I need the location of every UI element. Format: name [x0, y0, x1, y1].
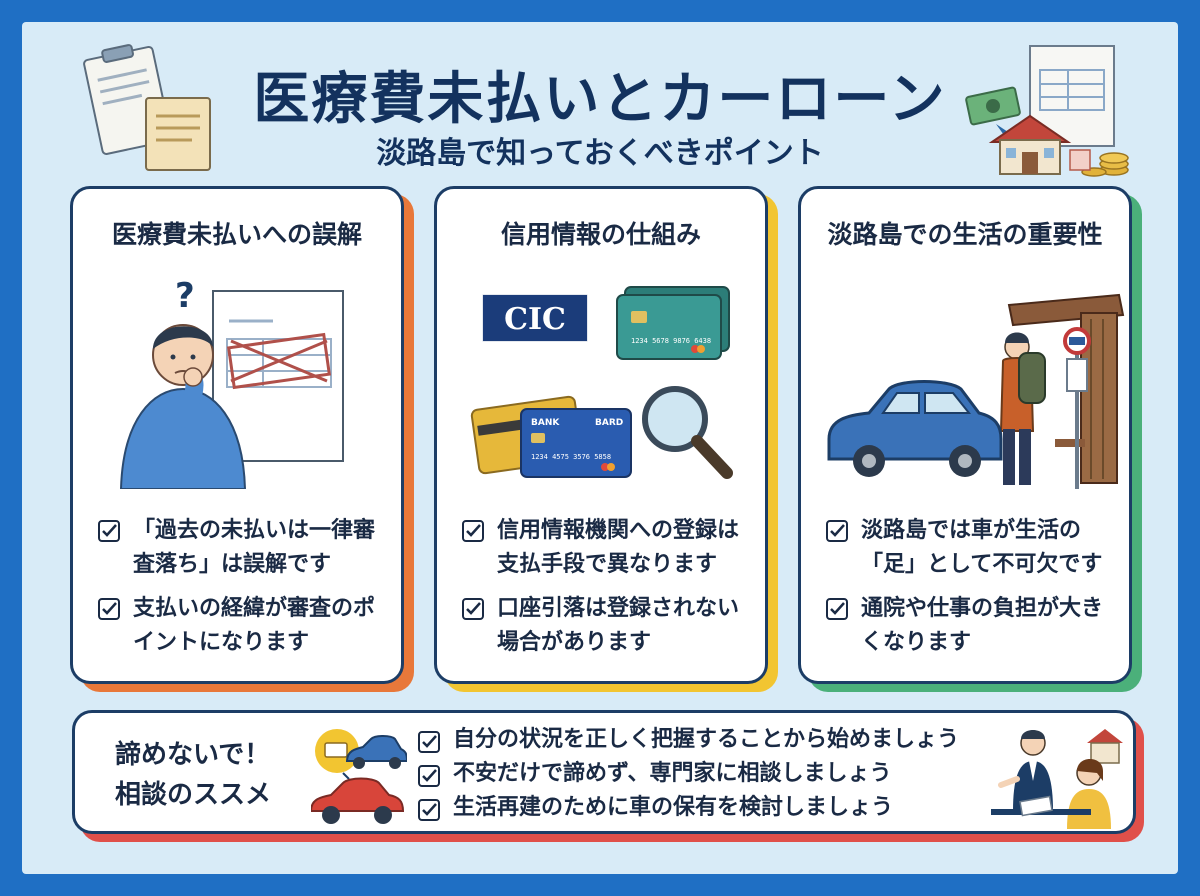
checkbox-icon: [462, 520, 484, 542]
checkbox-icon: [462, 598, 484, 620]
car-bus-stop-illustration: [827, 293, 1125, 489]
cars-illustration: [311, 729, 407, 824]
checkbox-icon: [98, 598, 120, 620]
bullet-text: 不安だけで諦めず、専門家に相談しましょう: [453, 761, 892, 786]
card-heading: 医療費未払いへの誤解: [111, 220, 362, 249]
checkbox-icon: [98, 520, 120, 542]
list-item: 淡路島では車が生活の「足」として不可欠です: [823, 514, 1115, 582]
list-item: 支払いの経緯が審査のポイントになります: [95, 592, 387, 660]
svg-text:1234 4575 3576 5858: 1234 4575 3576 5858: [531, 453, 611, 461]
banner-bullet-list: 自分の状況を正しく把握することから始めましょう 不安だけで諦めず、専門家に相談し…: [415, 725, 959, 827]
checkbox-icon: [826, 520, 848, 542]
bullet-text: 支払いの経緯が審査のポイントになります: [133, 596, 376, 655]
consultation-banner: 諦めないで！ 相談のススメ 自分の状況を正しく把握することから始めましょう 不安…: [72, 710, 1136, 834]
checkbox-icon: [418, 799, 440, 821]
svg-text:BANK: BANK: [531, 418, 560, 428]
cic-logo: CIC: [504, 302, 566, 337]
list-item: 生活再建のために車の保有を検討しましょう: [415, 793, 959, 823]
card-bullet-list: 「過去の未払いは一律審査落ち」は誤解です 支払いの経緯が審査のポイントになります: [95, 514, 387, 670]
house-money-illustration: [965, 45, 1129, 177]
svg-text:?: ?: [175, 276, 195, 316]
card-medical-misunderstanding: 医療費未払いへの誤解 ? 「過去の未払いは一律審査落ち」は誤解です 支払いの経緯…: [70, 186, 404, 684]
card-bullet-list: 信用情報機関への登録は支払手段で異なります 口座引落は登録されない場合があります: [459, 514, 751, 670]
list-item: 通院や仕事の負担が大きくなります: [823, 592, 1115, 660]
card-credit-info: 信用情報の仕組み CIC 1234 5678 9876 6438 BANK BA…: [434, 186, 768, 684]
confused-person-illustration: ?: [119, 276, 344, 489]
credit-cards-illustration: CIC 1234 5678 9876 6438 BANK BARD 1234 4…: [470, 286, 733, 479]
card-awaji-life: 淡路島での生活の重要性 淡路島では車が生活の「足」として不可欠です 通院や仕事の…: [798, 186, 1132, 684]
svg-text:1234 5678 9876 6438: 1234 5678 9876 6438: [631, 337, 711, 345]
svg-text:BARD: BARD: [595, 418, 623, 428]
page-title: 医療費未払いとカーローン: [253, 67, 947, 132]
bullet-text: 口座引落は登録されない場合があります: [497, 596, 740, 655]
list-item: 不安だけで諦めず、専門家に相談しましょう: [415, 759, 959, 789]
bullet-text: 通院や仕事の負担が大きくなります: [861, 596, 1104, 655]
banner-heading: 諦めないで！ 相談のススメ: [115, 740, 272, 810]
bullet-text: 「過去の未払いは一律審査落ち」は誤解です: [133, 518, 376, 577]
card-heading: 淡路島での生活の重要性: [827, 220, 1103, 249]
consultation-people-illustration: [991, 729, 1123, 829]
bullet-text: 生活再建のために車の保有を検討しましょう: [453, 795, 894, 820]
bullet-text: 淡路島では車が生活の「足」として不可欠です: [861, 518, 1103, 577]
card-bullet-list: 淡路島では車が生活の「足」として不可欠です 通院や仕事の負担が大きくなります: [823, 514, 1115, 670]
bullet-text: 信用情報機関への登録は支払手段で異なります: [497, 518, 740, 577]
list-item: 「過去の未払いは一律審査落ち」は誤解です: [95, 514, 387, 582]
checkbox-icon: [826, 598, 848, 620]
checkbox-icon: [418, 731, 440, 753]
checkbox-icon: [418, 765, 440, 787]
list-item: 自分の状況を正しく把握することから始めましょう: [415, 725, 959, 755]
page-subtitle: 淡路島で知っておくべきポイント: [376, 136, 824, 171]
card-heading: 信用情報の仕組み: [500, 220, 701, 249]
clipboard-documents-illustration: [83, 44, 211, 171]
list-item: 信用情報機関への登録は支払手段で異なります: [459, 514, 751, 582]
list-item: 口座引落は登録されない場合があります: [459, 592, 751, 660]
bullet-text: 自分の状況を正しく把握することから始めましょう: [453, 727, 960, 752]
